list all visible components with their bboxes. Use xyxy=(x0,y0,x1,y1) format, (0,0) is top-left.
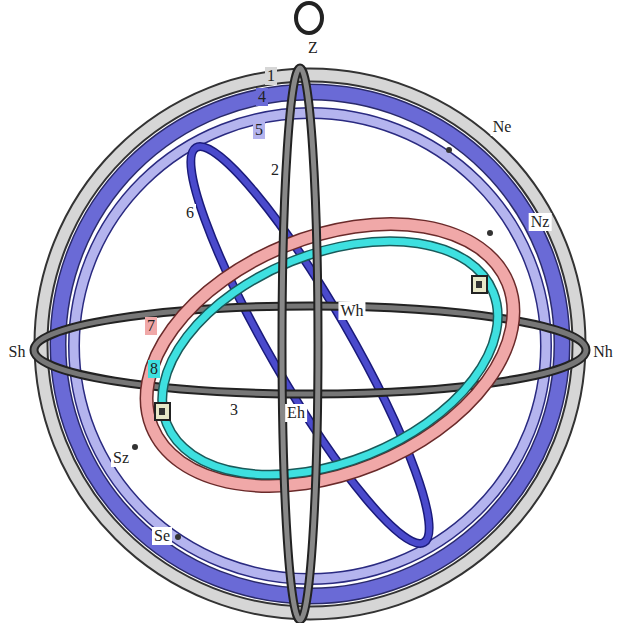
part-label: 8 xyxy=(148,360,160,378)
part-label: 6 xyxy=(184,204,196,222)
part-label: 7 xyxy=(145,317,157,335)
part-label: Se xyxy=(152,527,172,545)
part-label: Nh xyxy=(591,343,615,361)
part-label: 3 xyxy=(228,401,240,419)
part-label: Sz xyxy=(111,449,131,467)
part-label: 5 xyxy=(253,121,265,139)
part-label: 4 xyxy=(256,88,268,106)
part-label: 1 xyxy=(265,67,277,85)
part-label: Ne xyxy=(491,118,514,136)
part-label: Z xyxy=(306,39,320,57)
part-label: Eh xyxy=(285,404,307,422)
part-label: Nz xyxy=(529,213,552,231)
part-label: 2 xyxy=(269,161,281,179)
part-label: Wh xyxy=(338,302,365,320)
part-label: Sh xyxy=(7,343,28,361)
